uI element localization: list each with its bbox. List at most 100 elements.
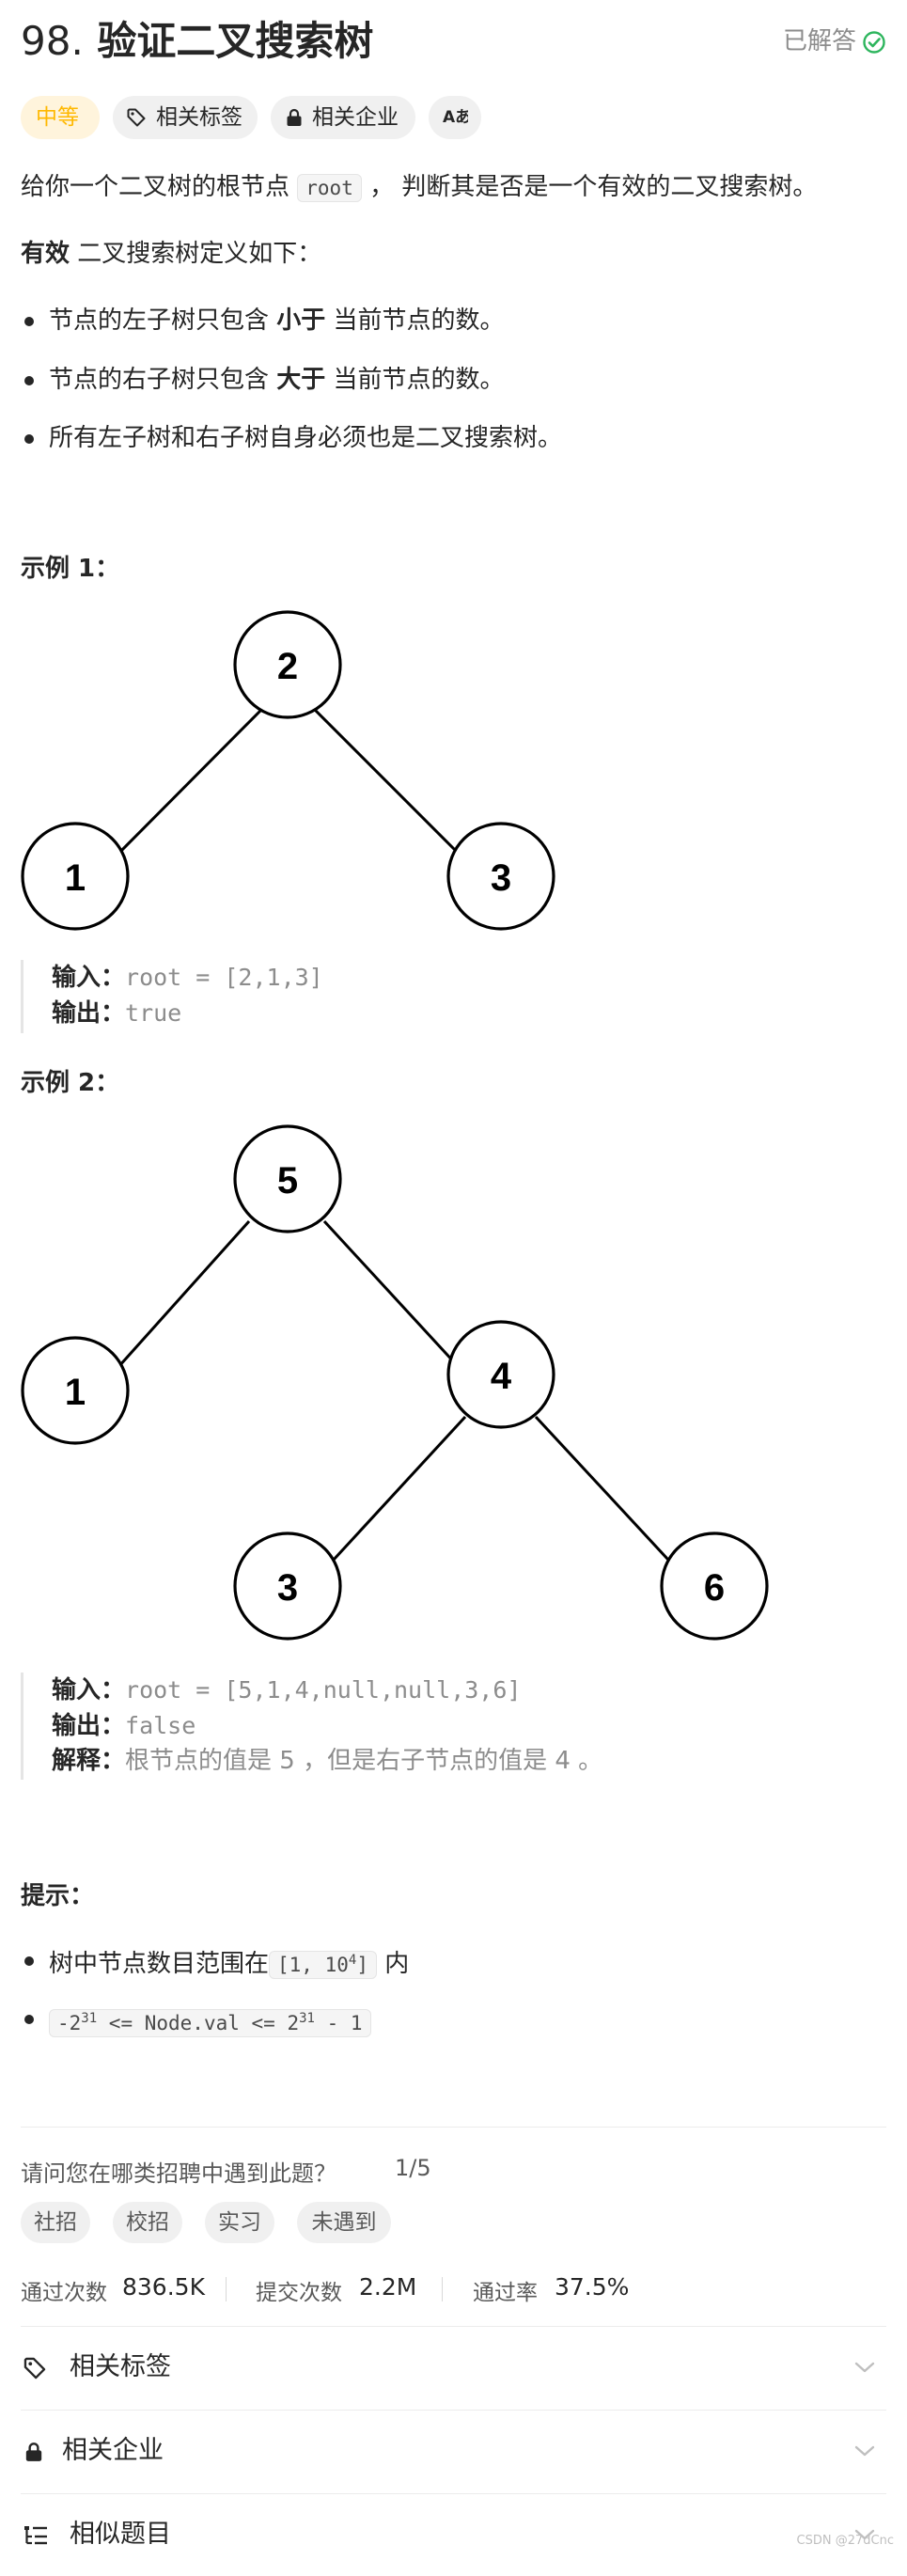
definition-item-2: 节点的右子树只包含 大于 当前节点的数。 xyxy=(49,361,505,399)
desc-text: ， 判断其是否是一个有效的二叉搜索树。 xyxy=(361,173,818,201)
accordion-related-companies[interactable]: 相关企业 xyxy=(21,2410,886,2492)
tree-node xyxy=(446,1320,555,1429)
io-value: root = [5,1,4,null,null,3,6] xyxy=(125,1676,522,1704)
code-sup: 4 xyxy=(348,1953,357,1968)
svg-text:Aあ: Aあ xyxy=(443,108,468,127)
accordion-related-tags[interactable]: 相关标签 xyxy=(21,2326,886,2409)
example-2-output: 输出：false xyxy=(52,1708,602,1744)
example-2-input: 输入：root = [5,1,4,null,null,3,6] xyxy=(52,1673,602,1708)
code-sup: 31 xyxy=(81,2011,98,2026)
example-1-tree-diagram: 2 1 3 xyxy=(21,610,555,931)
related-companies-button[interactable]: 相关企业 xyxy=(271,96,415,139)
io-label: 输入： xyxy=(52,1676,126,1704)
inline-code-root: root xyxy=(297,174,362,202)
desc-bold: 大于 xyxy=(276,366,326,394)
difficulty-label: 中等 xyxy=(36,105,79,130)
acceptance-rate-value: 37.5% xyxy=(555,2273,630,2301)
code-text: ] xyxy=(356,1954,368,1976)
io-label: 解释： xyxy=(52,1747,126,1775)
code-text: -2 xyxy=(57,2012,82,2034)
example-2-explanation: 解释：根节点的值是 5 ，但是右子节点的值是 4 。 xyxy=(52,1744,602,1779)
io-value: false xyxy=(125,1712,196,1739)
tree-node-value: 4 xyxy=(491,1356,512,1397)
example-1-heading: 示例 1： xyxy=(21,555,120,583)
accordion-label: 相关企业 xyxy=(62,2436,164,2465)
problem-title[interactable]: 98. 验证二叉搜索树 xyxy=(21,13,373,70)
translate-button[interactable]: Aあ xyxy=(429,96,481,139)
submitted-label: 提交次数 xyxy=(256,2281,342,2305)
io-value: 根节点的值是 5 ，但是右子节点的值是 4 。 xyxy=(125,1747,603,1775)
divider xyxy=(21,2410,886,2411)
definition-item-3: 所有左子树和右子树自身必须也是二叉搜索树。 xyxy=(49,419,562,457)
survey-option-intern[interactable]: 实习 xyxy=(205,2202,274,2243)
tree-node xyxy=(21,1336,130,1445)
tree-node-value: 1 xyxy=(65,1372,86,1413)
stat-separator xyxy=(442,2277,443,2301)
tree-node-root xyxy=(233,1124,342,1233)
lock-icon xyxy=(287,108,302,126)
desc-text: 二叉搜索树定义如下： xyxy=(70,240,322,268)
divider xyxy=(21,2127,886,2128)
survey-option-campus[interactable]: 校招 xyxy=(113,2202,182,2243)
tree-node-value: 3 xyxy=(491,857,511,899)
io-value: true xyxy=(125,999,182,1027)
survey-options: 社招 校招 实习 未遇到 xyxy=(21,2202,585,2243)
example-1-output: 输出：true xyxy=(52,996,323,1031)
desc-text: 所有左子树和右子树自身必须也是二叉搜索树。 xyxy=(49,424,563,452)
hint-text: 树中节点数目范围在 xyxy=(49,1950,270,1978)
accordion-similar-problems[interactable]: 相似题目 xyxy=(21,2493,886,2576)
hints-heading: 提示： xyxy=(21,1882,95,1910)
acceptance-rate-label: 通过率 xyxy=(473,2281,538,2305)
accordion-label: 相关标签 xyxy=(70,2352,171,2381)
title-row: 98. 验证二叉搜索树 已解答 xyxy=(21,13,886,70)
hint-item-1: 树中节点数目范围在[1, 104] 内 xyxy=(49,1941,409,1984)
survey-progress: 1/5 xyxy=(395,2155,431,2181)
example-1-input: 输入：root = [2,1,3] xyxy=(52,960,323,996)
code-text: <= Node.val <= 2 xyxy=(97,2012,300,2034)
stat-separator xyxy=(226,2277,227,2301)
accordion-label: 相似题目 xyxy=(70,2520,171,2549)
desc-text: 给你一个二叉树的根节点 xyxy=(21,173,298,201)
description-line-1: 给你一个二叉树的根节点 root ， 判断其是否是一个有效的二叉搜索树。 xyxy=(21,168,817,207)
hint-item-2: -231 <= Node.val <= 231 - 1 xyxy=(49,2000,371,2042)
tree-edge xyxy=(108,705,266,864)
desc-text: 节点的右子树只包含 xyxy=(49,366,277,394)
chevron-down-icon xyxy=(854,2529,875,2540)
tree-node-value: 5 xyxy=(277,1160,298,1202)
bullet-dot xyxy=(24,376,34,385)
survey-option-social[interactable]: 社招 xyxy=(21,2202,90,2243)
related-tags-button[interactable]: 相关标签 xyxy=(113,96,258,139)
tree-edge xyxy=(108,1219,251,1378)
tag-icon xyxy=(23,2357,46,2380)
hint-code: -231 <= Node.val <= 231 - 1 xyxy=(49,2009,371,2037)
tree-node-value: 3 xyxy=(277,1567,298,1609)
divider xyxy=(21,2326,886,2327)
related-companies-label: 相关企业 xyxy=(312,105,399,130)
tree-node-right xyxy=(446,822,555,931)
accepted-label: 通过次数 xyxy=(21,2281,107,2305)
bullet-dot xyxy=(24,434,34,444)
bullet-dot xyxy=(24,1956,34,1966)
tree-node-left xyxy=(21,822,130,931)
tree-edge xyxy=(310,705,469,864)
desc-bold: 小于 xyxy=(276,306,326,335)
io-label: 输入： xyxy=(52,964,126,992)
list-tree-icon xyxy=(24,2526,47,2545)
problem-title-text: 验证二叉搜索树 xyxy=(97,18,374,64)
tree-node-value: 1 xyxy=(65,857,86,899)
chevron-down-icon xyxy=(854,2445,875,2457)
divider xyxy=(21,2493,886,2494)
tag-icon xyxy=(127,108,146,127)
io-label: 输出： xyxy=(52,999,126,1028)
related-tags-label: 相关标签 xyxy=(156,105,242,130)
code-text: - 1 xyxy=(314,2012,363,2034)
check-circle-icon xyxy=(863,30,885,54)
hint-code: [1, 104] xyxy=(269,1951,377,1979)
chevron-down-icon xyxy=(854,2362,875,2373)
survey-option-never[interactable]: 未遇到 xyxy=(297,2202,391,2243)
example-2-io-block: 输入：root = [5,1,4,null,null,3,6] 输出：false… xyxy=(21,1673,602,1780)
desc-text: 当前节点的数。 xyxy=(325,366,505,394)
code-sup: 31 xyxy=(299,2011,315,2026)
watermark: CSDN @27dCnc xyxy=(796,2534,894,2548)
desc-text: 当前节点的数。 xyxy=(325,306,505,335)
